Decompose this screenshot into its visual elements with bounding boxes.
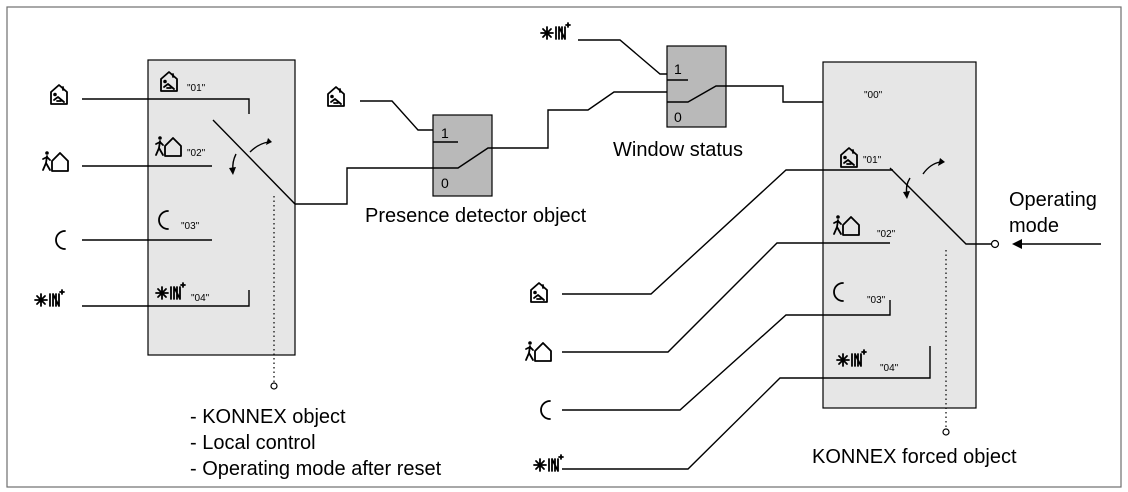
left-wire-01 xyxy=(82,98,250,114)
right-arrow-up xyxy=(922,161,941,175)
right-input-frost-icon xyxy=(533,454,564,472)
left-switch-code-04: "04" xyxy=(191,293,210,304)
left-switch-lever xyxy=(212,119,433,205)
left-switch-code-02: "02" xyxy=(187,148,206,159)
note-konnex-object: - KONNEX object xyxy=(190,406,346,428)
left-input-night-icon xyxy=(55,230,66,250)
right-switch-code-02: "02" xyxy=(877,229,896,240)
left-input-comfort-icon xyxy=(50,84,68,105)
note-operating-mode-after-reset: - Operating mode after reset xyxy=(190,458,442,480)
window-status-label: Window status xyxy=(613,139,743,161)
note-local-control: - Local control xyxy=(190,432,316,454)
right-wire-02 xyxy=(562,242,890,353)
presence-line-0 xyxy=(433,91,688,169)
left-switch-box xyxy=(147,59,296,356)
right-input-night-icon xyxy=(540,400,551,420)
window-frost-icon xyxy=(540,22,571,40)
right-switch-lever xyxy=(889,167,992,245)
right-switch-code-03: "03" xyxy=(867,295,886,306)
presence-detector-box xyxy=(432,114,493,197)
right-wire-04 xyxy=(562,346,931,470)
right-switch-code-01: "01" xyxy=(863,155,882,166)
presence-input-1: 1 xyxy=(441,125,449,141)
right-input-standby-icon xyxy=(525,340,552,362)
left-wire-04 xyxy=(82,290,250,307)
left-arrow-up xyxy=(249,141,269,153)
operating-mode-label-line1: Operating xyxy=(1009,189,1097,211)
konnex-forced-object-label: KONNEX forced object xyxy=(812,446,1017,468)
outer-frame xyxy=(6,6,1122,488)
left-switch-code-03: "03" xyxy=(181,221,200,232)
window-input-0: 0 xyxy=(674,109,682,125)
right-input-comfort-icon xyxy=(530,282,548,303)
right-wire-03 xyxy=(562,300,891,411)
left-input-frost-icon xyxy=(34,289,65,307)
right-wire-01 xyxy=(562,169,893,295)
left-switch-code-01: "01" xyxy=(187,83,206,94)
window-input-1: 1 xyxy=(674,61,682,77)
right-switch-code-00: "00" xyxy=(864,90,883,101)
presence-detector-label: Presence detector object xyxy=(365,205,587,227)
right-output-terminal xyxy=(990,239,1000,249)
presence-input-0: 0 xyxy=(441,175,449,191)
left-input-standby-icon xyxy=(42,150,69,172)
operating-mode-label-line2: mode xyxy=(1009,215,1059,237)
right-switch-code-04: "04" xyxy=(880,363,899,374)
presence-comfort-icon xyxy=(327,86,345,107)
